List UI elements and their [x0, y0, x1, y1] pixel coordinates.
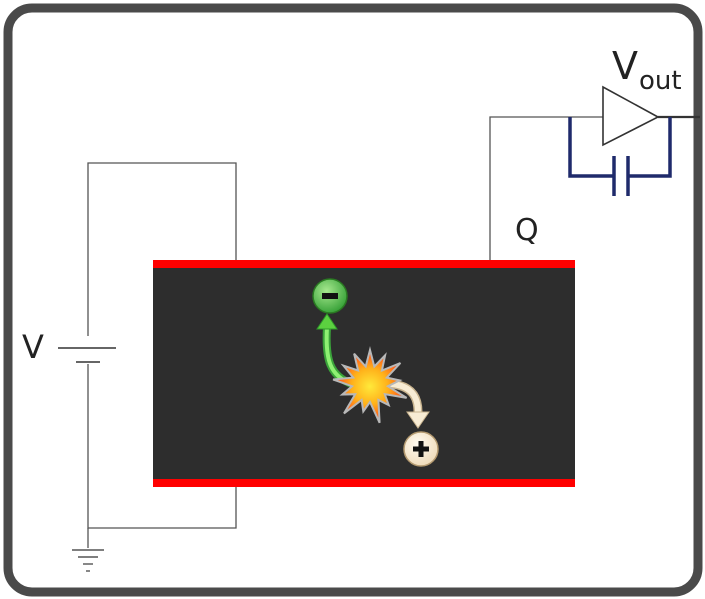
vout-label: Vout — [612, 44, 682, 96]
voltage-label: V — [22, 328, 44, 366]
amplifier-triangle-icon — [602, 85, 660, 147]
vout-main: V — [612, 44, 638, 88]
readout-wire — [489, 116, 603, 263]
charge-label: Q — [515, 213, 539, 248]
bias-circuit — [87, 162, 237, 548]
electron-sign — [322, 293, 338, 299]
bias-wire-top — [87, 162, 237, 336]
ionization-burst-icon — [332, 346, 408, 424]
feedback-loop — [568, 117, 672, 196]
bias-wire-bottom — [87, 364, 237, 529]
ground-symbol-icon — [72, 549, 104, 572]
electron-icon — [312, 278, 348, 314]
battery-symbol-icon — [58, 347, 116, 363]
hole-drift-arrow — [387, 379, 430, 429]
bottom-electrode — [153, 479, 575, 487]
top-electrode — [153, 260, 575, 268]
vout-subscript: out — [639, 66, 682, 96]
hole-icon — [403, 431, 439, 467]
